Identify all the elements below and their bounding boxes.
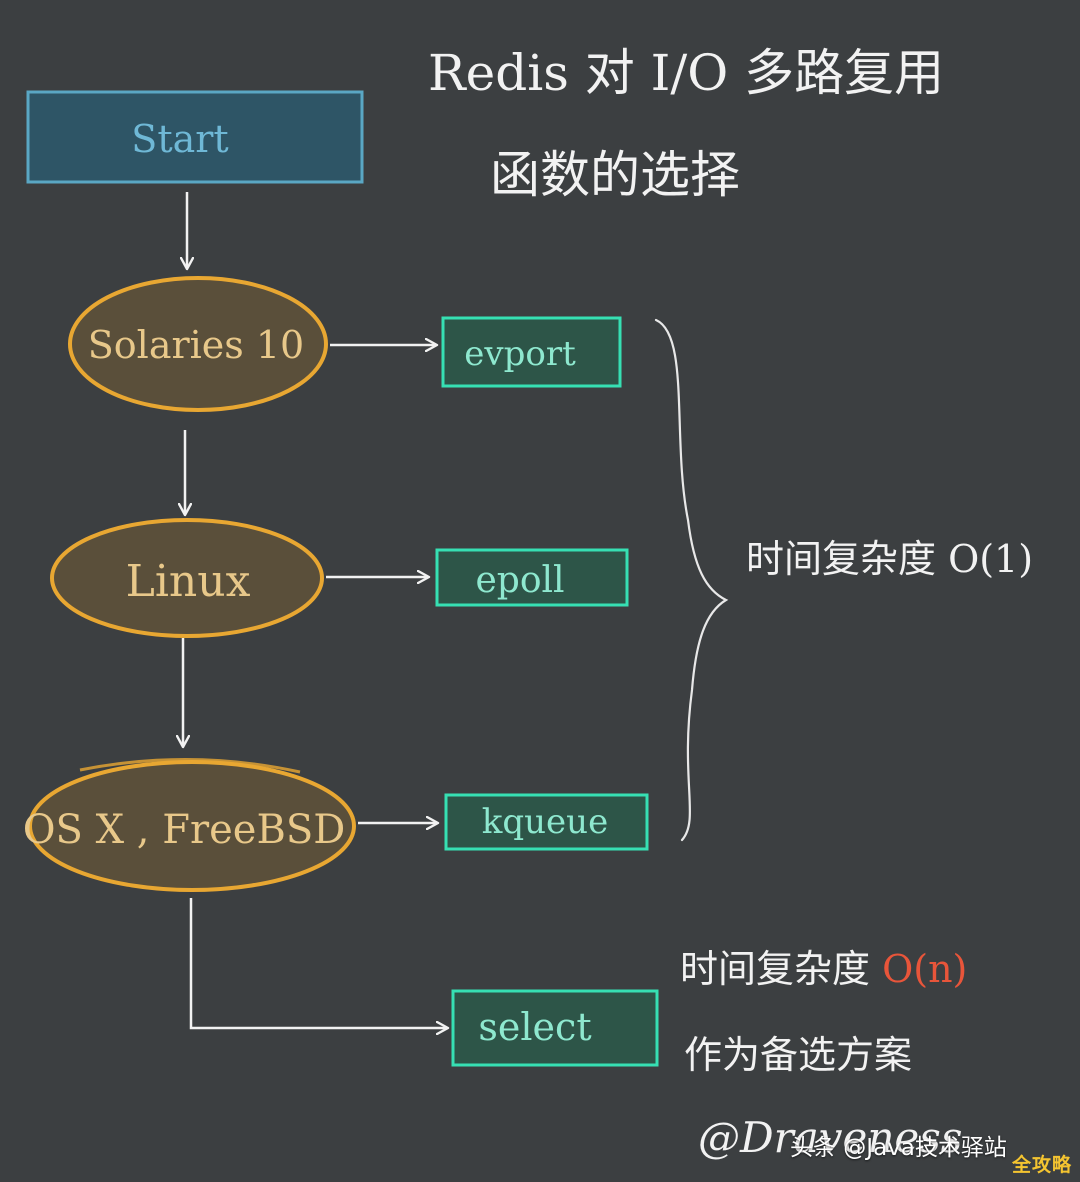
start-node: Start — [26, 90, 364, 184]
complexity-o1-note: 时间复杂度 O(1) — [746, 537, 1033, 581]
title-line-1: Redis 对 I/O 多路复用 — [428, 44, 944, 102]
osx-node: OS X , FreeBSD — [23, 757, 356, 892]
epoll-label: epoll — [475, 560, 564, 601]
solaris-node: Solaries 10 — [68, 276, 328, 412]
kqueue-node: kqueue — [444, 793, 649, 851]
osx-label: OS X , FreeBSD — [23, 807, 346, 853]
complexity-on-note-text: 时间复杂度 — [680, 947, 882, 991]
arrow-osx-to-select — [189, 898, 447, 1028]
select-label: select — [478, 1005, 591, 1049]
corner-tag: 全攻略 — [1012, 1154, 1073, 1176]
select-node: select — [451, 989, 659, 1067]
complexity-on-bigO: O(n) — [882, 947, 967, 991]
fallback-note: 作为备选方案 — [684, 1033, 912, 1077]
evport-node: evport — [441, 316, 622, 388]
linux-label: Linux — [126, 556, 251, 607]
title-line-2: 函数的选择 — [490, 146, 740, 204]
start-label: Start — [131, 117, 228, 161]
grouping-brace — [654, 318, 729, 842]
author-signature: @Draveness — [698, 1113, 962, 1162]
source-watermark: 头条 @Java技术驿站 — [790, 1135, 1007, 1161]
linux-node: Linux — [50, 518, 324, 638]
evport-label: evport — [464, 334, 576, 374]
solaris-label: Solaries 10 — [88, 323, 304, 367]
complexity-on-note: 时间复杂度 O(n) — [680, 947, 967, 991]
epoll-node: epoll — [435, 548, 629, 607]
kqueue-label: kqueue — [482, 802, 608, 842]
